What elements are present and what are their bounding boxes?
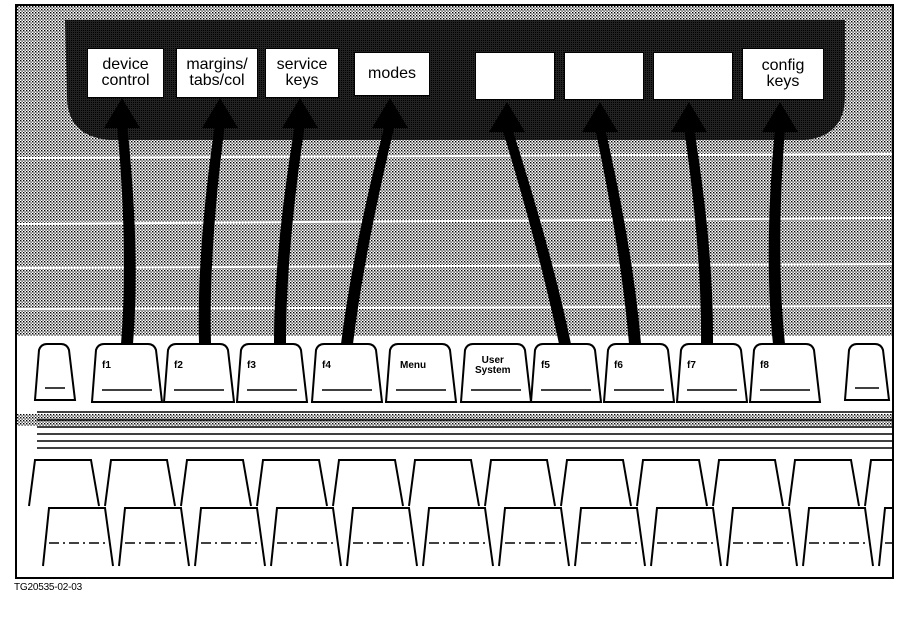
key-row1-2	[180, 459, 252, 507]
softkey-label-f4: modes	[354, 52, 430, 96]
function-key-7	[602, 343, 676, 403]
arrow-f6	[582, 102, 641, 344]
function-key-label-7: f6	[614, 360, 623, 371]
softkey-label-f8: config keys	[742, 48, 824, 100]
key-row1-7	[560, 459, 632, 507]
key-row1-6	[484, 459, 556, 507]
softkey-label-f3: service keys	[265, 48, 339, 98]
key-row2-6	[498, 507, 570, 567]
key-row1-5	[408, 459, 480, 507]
key-row2-8	[650, 507, 722, 567]
main-key-rows	[28, 459, 892, 567]
key-row2-5	[422, 507, 494, 567]
keyboard-rails	[37, 411, 892, 449]
edge-key-left	[33, 343, 77, 401]
function-key-6	[529, 343, 603, 403]
function-key-8	[675, 343, 749, 403]
function-key-3	[310, 343, 384, 403]
key-row1-8	[636, 459, 708, 507]
key-row2-10	[802, 507, 874, 567]
softkey-label-f5	[475, 52, 555, 100]
key-row2-7	[574, 507, 646, 567]
function-key-label-9: f8	[760, 360, 769, 371]
function-key-0	[90, 343, 164, 403]
function-key-5	[459, 343, 533, 403]
softkey-label-f2: margins/ tabs/col	[176, 48, 258, 98]
softkey-label-f7	[653, 52, 733, 100]
function-key-label-3: f4	[322, 360, 331, 371]
function-key-row	[33, 343, 891, 403]
function-key-9	[748, 343, 822, 403]
key-row1-9	[712, 459, 784, 507]
function-key-1	[162, 343, 236, 403]
screen-bands	[17, 153, 892, 310]
function-key-label-1: f2	[174, 360, 183, 371]
function-key-2	[235, 343, 309, 403]
function-key-label-4: Menu	[400, 360, 427, 371]
arrow-f4	[341, 98, 408, 344]
key-row2-2	[194, 507, 266, 567]
key-row2-4	[346, 507, 418, 567]
function-key-label-5: User System	[475, 355, 511, 376]
key-row2-1	[118, 507, 190, 567]
arrow-f7	[671, 102, 714, 344]
figure-id: TG20535-02-03	[14, 582, 83, 593]
softkey-label-f6	[564, 52, 644, 100]
edge-key-right	[843, 343, 891, 401]
arrow-f5	[489, 102, 571, 344]
key-row2-3	[270, 507, 342, 567]
key-row1-11	[864, 459, 892, 507]
softkey-arrows	[104, 98, 798, 344]
arrow-f8	[762, 102, 798, 344]
key-row1-1	[104, 459, 176, 507]
arrow-f3	[274, 98, 318, 344]
key-row1-3	[256, 459, 328, 507]
function-key-label-2: f3	[247, 360, 256, 371]
softkey-label-f1: device control	[87, 48, 164, 98]
key-row1-4	[332, 459, 404, 507]
key-row2-0	[42, 507, 114, 567]
key-row2-9	[726, 507, 798, 567]
arrow-f2	[198, 98, 238, 344]
arrow-f1	[104, 98, 140, 344]
function-key-label-0: f1	[102, 360, 111, 371]
function-key-4	[384, 343, 458, 403]
softkey-bezel	[65, 20, 845, 140]
function-key-label-6: f5	[541, 360, 550, 371]
key-row2-11	[878, 507, 892, 567]
function-key-label-8: f7	[687, 360, 696, 371]
key-row1-0	[28, 459, 100, 507]
key-row1-10	[788, 459, 860, 507]
